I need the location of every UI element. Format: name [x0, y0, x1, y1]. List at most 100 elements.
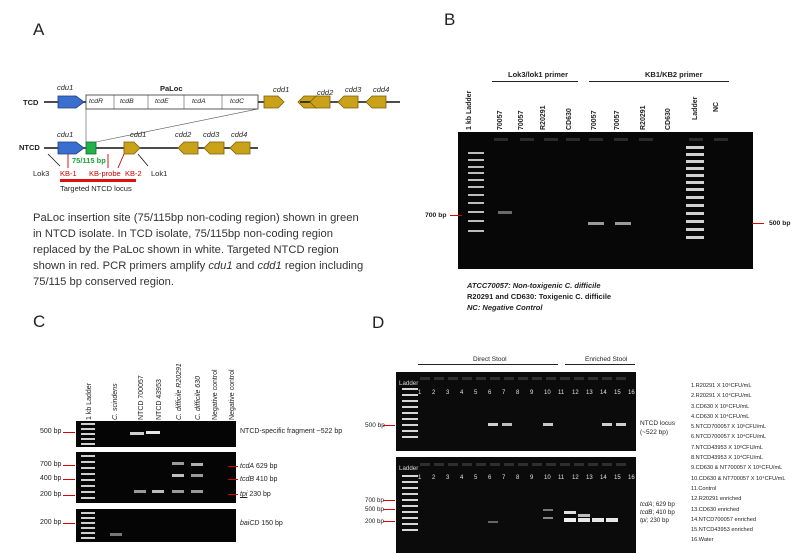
paloc-box: [85, 94, 259, 110]
primer-kb2: KB-2: [125, 169, 142, 178]
panel-c-gel2-marker-700: 700 bp: [40, 461, 62, 468]
panel-d-legend-item: 16.Water: [691, 537, 714, 544]
panel-d-legend-item: 13.CD630 enriched: [691, 506, 740, 513]
panel-c-gel3-label: baiCD 150 bp: [240, 520, 283, 527]
panel-c-lane-3: NTCD 700057: [138, 375, 145, 420]
panel-d-gel2-marker-700: 700 bp: [365, 497, 384, 504]
tcdE-label: tcdE: [155, 98, 169, 105]
panel-b-legend-3: NC: Negative Control: [467, 303, 543, 312]
panel-d-gel2-label-tcda: tcdA; 629 bp: [640, 501, 675, 508]
panel-d-legend-item: 9.CD630 & NT700057 X 10⁶CFU/mL: [691, 465, 783, 472]
panel-d-lane-number: 3: [446, 390, 450, 396]
panel-a-caption: PaLoc insertion site (75/115bp non-codin…: [33, 212, 364, 288]
panel-d-lane-number: 16: [628, 475, 635, 481]
panel-d-lane-number: 12: [572, 390, 579, 396]
cdd1-gene-ntcd: [123, 141, 141, 155]
panel-b-lane-8: R20291: [640, 105, 647, 130]
panel-d-gel2-label-tcdb: tcdB; 410 bp: [640, 509, 675, 516]
panel-d-lane-number: 13: [586, 390, 593, 396]
primer-lok3: Lok3: [33, 169, 50, 178]
tcdR-label: tcdR: [89, 98, 103, 105]
panel-d-gel1-ladder: Ladder: [399, 380, 419, 387]
tcd-cdd1-label: cdd1: [273, 85, 290, 94]
primer-kbprobe: KB-probe: [89, 169, 121, 178]
ntcd-label: NTCD: [19, 143, 40, 152]
tcdA-label: tcdA: [192, 98, 206, 105]
panel-d-legend-item: 6.NTCD700057 X 10⁴CFU/mL: [691, 434, 767, 441]
cdu1-gene-tcd: [57, 95, 85, 109]
panel-c-gel2-marker-200: 200 bp: [40, 491, 62, 498]
cdd1-gene-tcd: [263, 95, 285, 109]
panel-b-lane-10: Ladder: [692, 96, 699, 120]
panel-d-lane-number: 2: [432, 390, 436, 396]
panel-d-lane-number: 7: [502, 390, 506, 396]
panel-b-lane-3: 70057: [518, 110, 525, 130]
panel-d-lane-number: 8: [516, 475, 520, 481]
targeted-locus-bar: [60, 179, 136, 182]
panel-b-lane-9: CD630: [665, 108, 672, 130]
panel-d-gel1-marker: 500 bp: [365, 422, 385, 429]
green-site: [85, 141, 97, 155]
cdu1-gene-ntcd: [57, 141, 85, 155]
panel-c-lane-7: Negative control: [212, 369, 219, 420]
ntcd-cdd1-label: cdd1: [130, 130, 147, 139]
targeted-locus-label: Targeted NTCD locus: [60, 184, 132, 193]
panel-b-lane-7: 70057: [614, 110, 621, 130]
panel-b-group2: KB1/KB2 primer: [645, 70, 703, 79]
panel-b-group1: Lok3/lok1 primer: [508, 70, 569, 79]
panel-d-lane-number: 12: [572, 475, 579, 481]
panel-b-legend-2: R20291 and CD630: Toxigenic C. difficile: [467, 292, 612, 301]
panel-b-letter: B: [444, 10, 456, 29]
panel-b-lane-2: 70057: [497, 110, 504, 130]
panel-b-lane-4: R20291: [540, 105, 547, 130]
panel-d-gel2-ladder: Ladder: [399, 465, 419, 472]
panel-c-gel1-marker: 500 bp: [40, 428, 62, 435]
panel-d-lane-number: 5: [474, 390, 478, 396]
ntcd-cdd4-label: cdd4: [231, 130, 248, 139]
panel-d-lane-number: 3: [446, 475, 450, 481]
tcdB-label: tcdB: [120, 98, 134, 105]
panel-b-left-marker: 700 bp: [425, 212, 447, 219]
panel-d-letter: D: [372, 313, 385, 332]
panel-d-legend-item: 10.CD630 & NT700057 X 10⁴CFU/mL: [691, 475, 786, 482]
panel-b-right-marker: 500 bp: [769, 220, 791, 227]
panel-c-gel1-label: NTCD-specific fragment ~522 bp: [240, 428, 343, 435]
panel-d-gel-2: [396, 457, 636, 553]
panel-c-gel2-label-tcda: tcdA 629 bp: [240, 463, 278, 470]
panel-d-lane-number: 5: [474, 475, 478, 481]
tcd-cdd3-label: cdd3: [345, 85, 362, 94]
panel-d-legend-item: 15.NTCD43953 enriched: [691, 527, 753, 534]
panel-c-gel-3: [76, 509, 236, 542]
ntcd-cdu1-label: cdu1: [57, 130, 74, 139]
panel-b-lane-5: CD630: [566, 108, 573, 130]
panel-b-lane-1: 1 kb Ladder: [466, 90, 473, 130]
panel-d-lane-number: 11: [558, 475, 565, 481]
panel-d-group2: Enriched Stool: [585, 356, 628, 363]
panel-d-legend-item: 11.Control: [691, 485, 717, 492]
panel-d-lane-number: 9: [530, 475, 534, 481]
panel-c-gel2-label-tpi: tpi 230 bp: [240, 491, 271, 498]
panel-a-letter: A: [33, 20, 45, 39]
panel-d-lane-number: 6: [488, 390, 492, 396]
panel-d-lane-number: 16: [628, 390, 635, 396]
tcdC-label: tcdC: [230, 98, 244, 105]
panel-c-lane-1: 1 kb Ladder: [86, 383, 93, 420]
panel-b-gel: [458, 132, 753, 269]
panel-c-gel3-marker: 200 bp: [40, 519, 62, 526]
panel-d-legend-item: 12.R20291 enriched: [691, 496, 742, 503]
panel-c-gel2-marker-400: 400 bp: [40, 475, 62, 482]
panel-d-lane-number: 7: [502, 475, 506, 481]
panel-d-legend-item: 5.NTCD700057 X 10⁶CFU/mL: [691, 424, 767, 431]
panel-d-lane-number: 11: [558, 390, 565, 396]
panel-d-gel-1: [396, 372, 636, 451]
panel-d-lane-number: 14: [600, 475, 607, 481]
panel-c-gel-2: [76, 452, 236, 503]
panel-d-lane-number: 15: [614, 475, 621, 481]
panel-c-lane-8: Negative control: [229, 369, 236, 420]
panel-d-legend-item: 2.R20291 X 10⁴CFU/mL: [691, 393, 752, 400]
tcd-label: TCD: [23, 98, 39, 107]
panel-c-gel-1: [76, 421, 236, 447]
panel-d-legend-item: 14.NTCD700057 enriched: [691, 516, 756, 523]
panel-d-legend-item: 1.R20291 X 10⁶CFU/mL: [691, 383, 752, 389]
